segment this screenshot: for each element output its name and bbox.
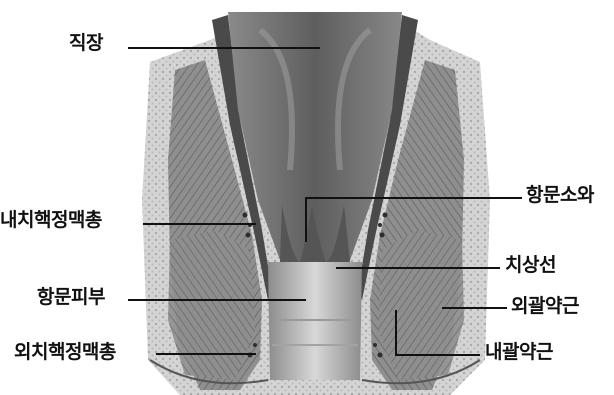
label-rectum: 직장 — [69, 34, 103, 53]
label-internal-hemorrhoidal-plexus: 내치핵정맥총 — [0, 211, 102, 230]
label-external-sphincter: 외괄약근 — [511, 297, 579, 316]
right-lower-muscle — [378, 230, 464, 380]
left-lower-muscle — [168, 230, 255, 380]
label-internal-sphincter: 내괄약근 — [485, 343, 553, 362]
label-anal-skin: 항문피부 — [37, 288, 105, 307]
label-dentate-line: 치상선 — [505, 256, 556, 275]
label-anal-crypt: 항문소와 — [526, 186, 594, 205]
label-external-hemorrhoidal-plexus: 외치핵정맥총 — [14, 343, 116, 362]
